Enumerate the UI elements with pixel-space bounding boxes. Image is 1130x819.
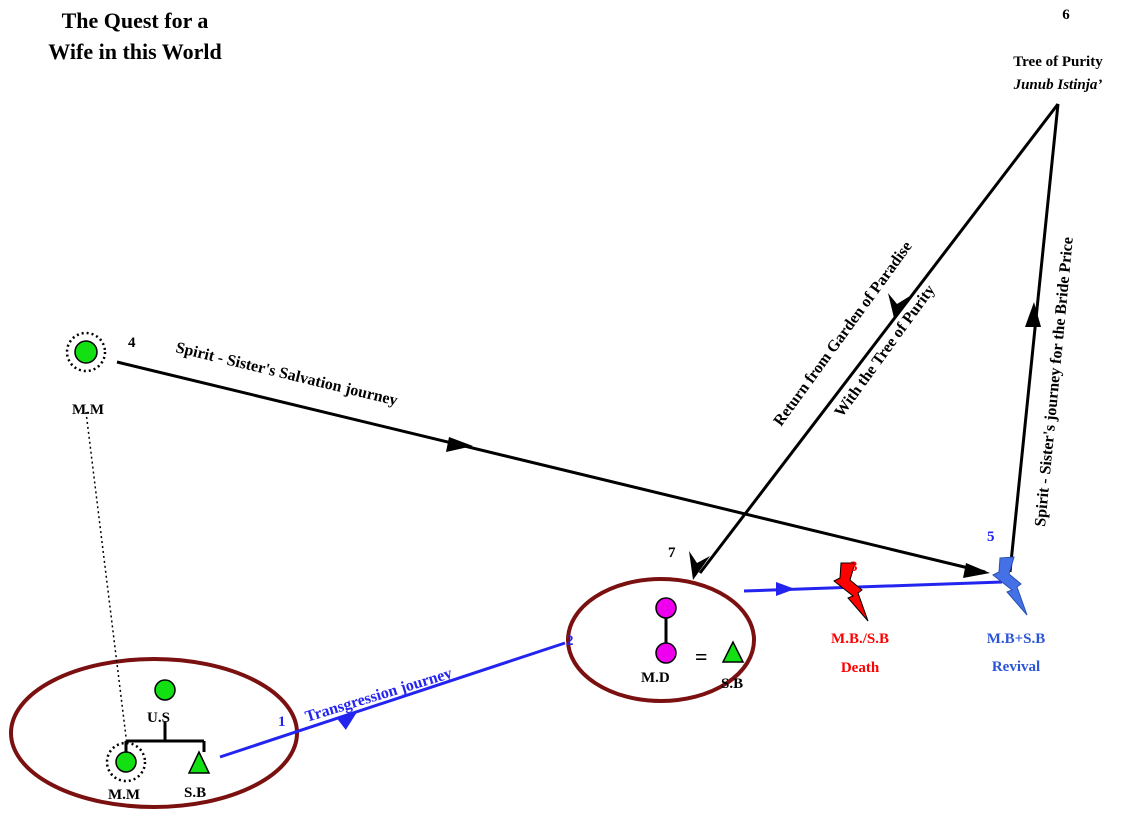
top-mm-circle <box>74 340 98 364</box>
title-line-2: Wife in this World <box>48 39 221 64</box>
number-2: 2 <box>566 633 574 649</box>
number-3: 3 <box>850 559 858 575</box>
number-1: 1 <box>278 714 286 730</box>
return-arrowhead-mid <box>888 293 910 318</box>
center-group-ellipse <box>566 577 756 703</box>
us-circle <box>154 679 176 701</box>
death-lightning-icon <box>833 562 869 622</box>
left-mm-circle <box>115 751 137 773</box>
left-sb-label: S.B <box>184 785 206 801</box>
center-sb-triangle <box>721 640 745 663</box>
revival-label: M.B+S.B <box>987 631 1046 647</box>
top-mm-label: M.M <box>72 402 104 418</box>
salvation-label: Spirit - Sister's Salvation journey <box>174 339 399 409</box>
top-mm-dotted-ring <box>65 331 107 373</box>
left-sb-triangle <box>187 750 211 774</box>
dotted-spirit-link <box>85 411 128 746</box>
center-to-revival-arrowhead <box>776 582 795 596</box>
bride-price-arrowhead <box>1025 302 1041 327</box>
transgression-arrowhead <box>336 710 359 730</box>
revival-sublabel: Revival <box>992 659 1040 675</box>
md-label: M.D <box>641 670 670 686</box>
return-label-line2: With the Tree of Purity <box>831 282 938 420</box>
salvation-arrowhead-end <box>963 563 990 578</box>
transgression-path <box>219 641 566 759</box>
return-arrowhead-end <box>689 551 710 580</box>
bride-price-path <box>1008 103 1060 573</box>
left-group-ellipse <box>9 657 299 809</box>
tree-sublabel: Junub Istinja’ <box>1013 77 1103 93</box>
title-line-1: The Quest for a <box>62 8 209 33</box>
salvation-arrowhead-mid <box>446 437 473 452</box>
center-sb-label: S.B <box>721 676 743 692</box>
number-7: 7 <box>668 545 676 561</box>
number-5: 5 <box>987 529 995 545</box>
death-sublabel: Death <box>841 660 880 676</box>
tree-label: Tree of Purity <box>1013 54 1103 70</box>
salvation-path <box>116 360 986 574</box>
transgression-label: Transgression journey <box>303 665 454 726</box>
left-mm-label: M.M <box>108 787 140 803</box>
number-4: 4 <box>128 335 136 351</box>
return-path <box>698 103 1060 574</box>
md-circle <box>655 642 677 664</box>
equals-sign: = <box>695 644 708 669</box>
left-mm-dotted-ring <box>105 741 147 783</box>
center-top-circle <box>655 597 677 619</box>
number-6: 6 <box>1062 7 1070 23</box>
death-label: M.B./S.B <box>831 631 889 647</box>
revival-lightning-icon <box>992 556 1028 616</box>
